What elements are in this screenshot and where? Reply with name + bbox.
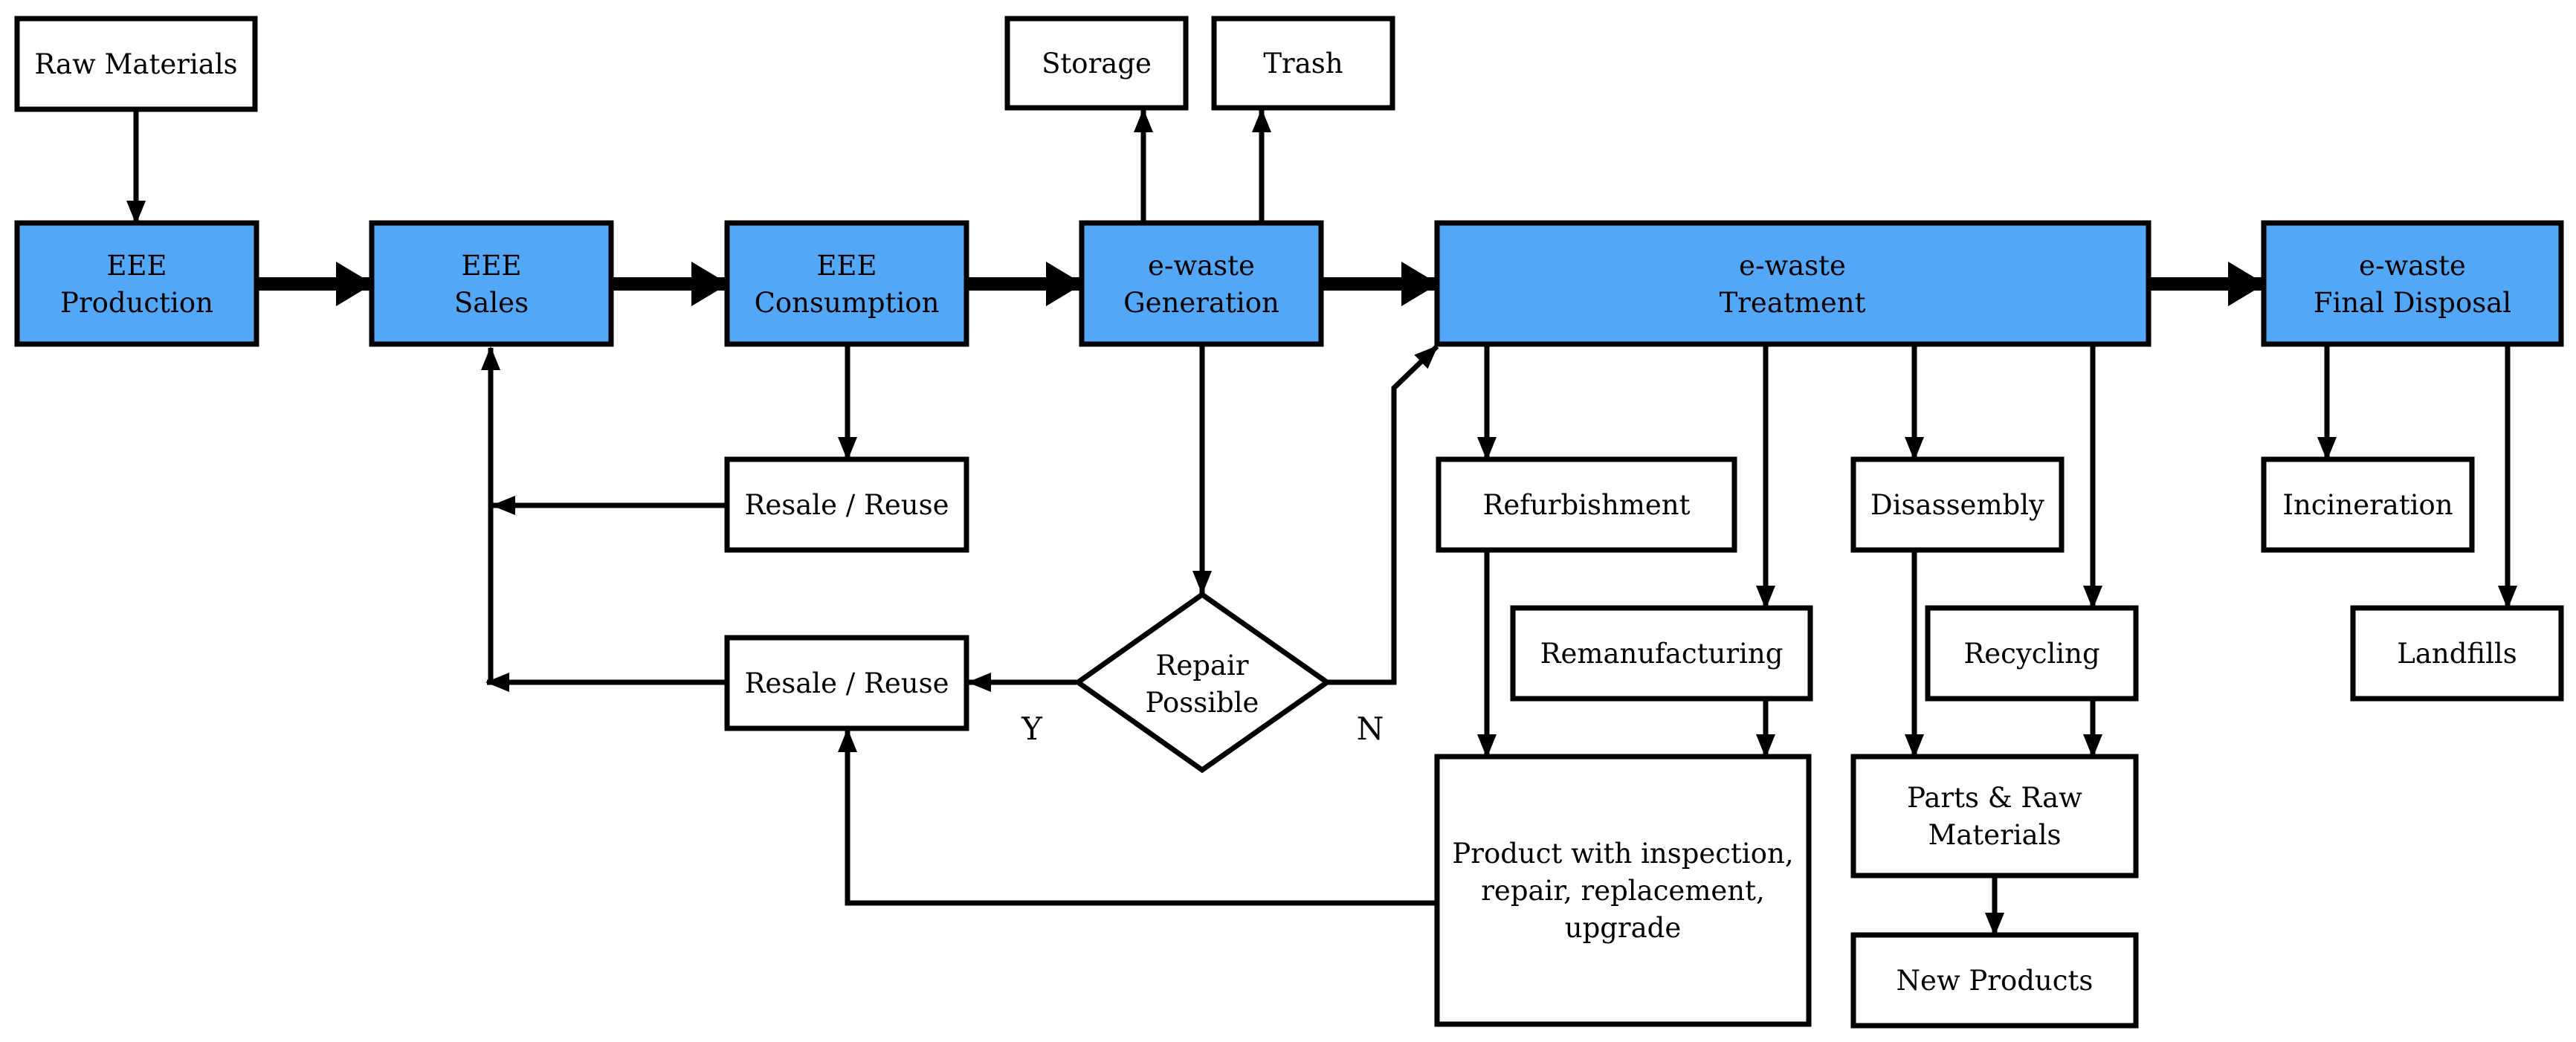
new-products-box [1850, 932, 2139, 1029]
resale-reuse-top-box [724, 456, 969, 553]
raw-materials-box [14, 16, 258, 112]
label-line: Remanufacturing [1540, 638, 1783, 670]
refurbishment-label: Refurbishment [1483, 489, 1691, 521]
incineration-box [2261, 456, 2475, 553]
label-line: Treatment [1720, 287, 1866, 319]
eee-sales-label: EEE Sales [454, 250, 529, 319]
label-line: Raw Materials [34, 48, 237, 80]
label-line: Disassembly [1870, 489, 2044, 521]
eee-production-label: EEE Production [60, 250, 213, 319]
label-line: Repair [1155, 650, 1248, 682]
label-line: EEE [816, 250, 877, 282]
label-line: upgrade [1565, 912, 1682, 944]
label-line: Trash [1263, 48, 1343, 80]
eee-consumption-label: EEE Consumption [755, 250, 940, 319]
label-line: e-waste [1739, 250, 1846, 282]
resale-reuse-top-label: Resale / Reuse [745, 489, 949, 521]
label-line: Generation [1123, 287, 1279, 319]
repair-possible-diamond [1073, 591, 1332, 774]
trash-box [1211, 16, 1395, 111]
recycling-label: Recycling [1963, 638, 2099, 670]
label-line: EEE [461, 250, 521, 282]
label-line: Storage [1042, 48, 1152, 80]
label-line: EEE [106, 250, 167, 282]
eee-sales-box [369, 220, 614, 347]
decision-no-label: N [1357, 711, 1384, 747]
disassembly-box [1850, 456, 2065, 553]
product-inspection-label: Product with inspection, repair, replacem… [1452, 838, 1793, 944]
recycling-box [1925, 605, 2139, 702]
landfills-label: Landfills [2397, 638, 2517, 670]
decision-yes-label: Y [1021, 711, 1043, 747]
label-line: Recycling [1963, 638, 2099, 670]
label-line: Parts & Raw [1907, 782, 2082, 814]
label-line: Production [60, 287, 213, 319]
disassembly-label: Disassembly [1870, 489, 2044, 521]
raw-materials-label: Raw Materials [34, 48, 237, 80]
resale-reuse-bottom-label: Resale / Reuse [745, 667, 949, 699]
landfills-box [2350, 605, 2564, 702]
trash-label: Trash [1263, 48, 1343, 80]
parts-raw-materials-box [1850, 754, 2139, 878]
arrow-repair-no-to-treatment [1327, 344, 1439, 685]
remanufacturing-box [1510, 605, 1813, 702]
label-line: Product with inspection, [1452, 838, 1793, 870]
label-line: Consumption [755, 287, 940, 319]
remanufacturing-label: Remanufacturing [1540, 638, 1783, 670]
label-line: Final Disposal [2314, 287, 2511, 319]
label-line: Incineration [2282, 489, 2453, 521]
label-line: Possible [1146, 687, 1259, 719]
label-line: e-waste [1148, 250, 1255, 282]
resale-reuse-bottom-box [724, 635, 969, 731]
arrow-product-to-resale-bottom [838, 728, 1437, 906]
eee-production-box [14, 220, 259, 347]
eee-consumption-box [724, 220, 969, 347]
ewaste-generation-box [1079, 220, 1324, 347]
label-line: Refurbishment [1483, 489, 1691, 521]
ewaste-final-disposal-box [2261, 220, 2564, 347]
label-line: New Products [1897, 965, 2094, 997]
label-line: Sales [454, 287, 529, 319]
label-line: repair, replacement, [1481, 875, 1765, 907]
storage-box [1004, 16, 1189, 111]
label-line: Resale / Reuse [745, 667, 949, 699]
new-products-label: New Products [1897, 965, 2094, 997]
label-line: Materials [1928, 819, 2061, 851]
incineration-label: Incineration [2282, 489, 2453, 521]
refurbishment-box [1436, 456, 1737, 553]
storage-label: Storage [1042, 48, 1152, 80]
label-line: e-waste [2359, 250, 2466, 282]
product-inspection-box [1434, 754, 1812, 1027]
label-line: Landfills [2397, 638, 2517, 670]
ewaste-treatment-box [1434, 220, 2151, 347]
label-line: Resale / Reuse [745, 489, 949, 521]
